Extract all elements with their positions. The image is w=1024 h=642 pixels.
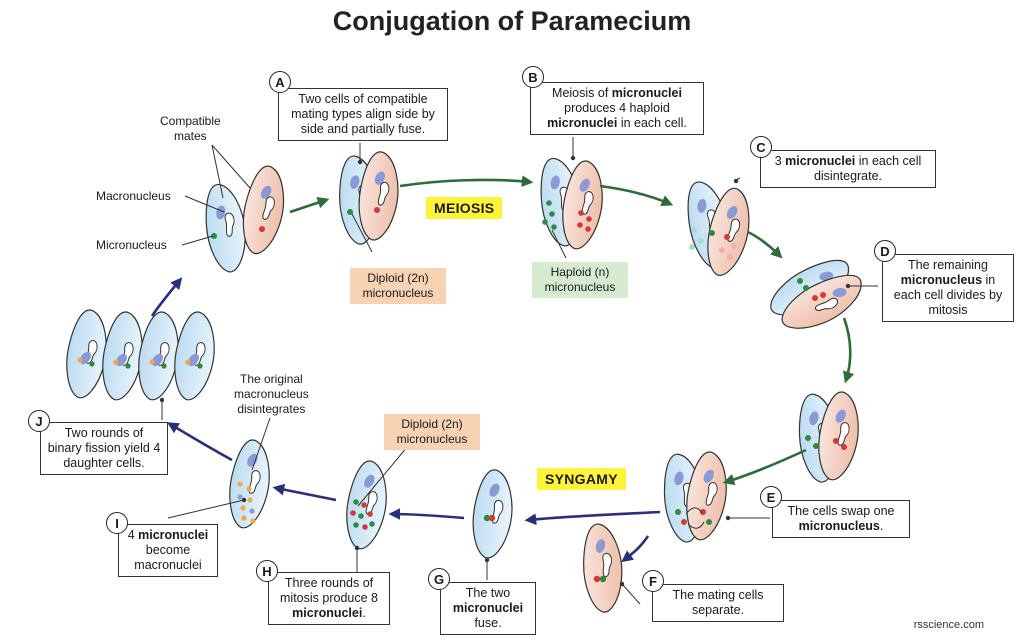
- step-c-bold-1: micronuclei: [785, 154, 856, 168]
- badge-i: I: [106, 512, 128, 534]
- badge-e: E: [760, 486, 782, 508]
- step-g-text-2: fuse.: [474, 616, 502, 630]
- step-e-box: The cells swap one micronucleus.: [772, 500, 910, 538]
- step-d-box: The remaining micronucleus in each cell …: [882, 254, 1014, 322]
- step-i-bold-1: micronuclei: [138, 528, 209, 542]
- badge-g: G: [428, 568, 450, 590]
- cell-pair-c: [680, 177, 757, 280]
- step-g-box: The two micronuclei fuse.: [440, 582, 536, 635]
- step-d-bold-1: micronucleus: [900, 273, 983, 287]
- step-e-text-1: The cells swap one: [787, 504, 895, 518]
- cell-f: [580, 521, 626, 614]
- step-h-box: Three rounds of mitosis produce 8 micron…: [268, 572, 390, 625]
- leader-lines: [161, 137, 878, 605]
- cycle-arrows: [150, 175, 855, 563]
- step-b-box: Meiosis of micronuclei produces 4 haploi…: [530, 82, 704, 135]
- step-c-text-2: in each cell disintegrate.: [813, 154, 922, 183]
- cell-pair-b: [535, 154, 609, 253]
- label-original-macronucleus: The original macronucleus disintegrates: [234, 372, 309, 416]
- step-d-text-1: The remaining: [908, 258, 988, 272]
- step-a-text: Two cells of compatible mating types ali…: [291, 92, 435, 136]
- cell-pair-right: [794, 389, 865, 485]
- step-j-text: Two rounds of binary fission yield 4 dau…: [47, 426, 161, 470]
- step-c-box: 3 micronuclei in each cell disintegrate.: [760, 150, 936, 188]
- label-micronucleus: Micronucleus: [96, 238, 167, 252]
- badge-a: A: [269, 71, 291, 93]
- step-i-text-1: 4: [127, 528, 139, 542]
- phase-meiosis: MEIOSIS: [426, 197, 503, 219]
- badge-c: C: [750, 136, 772, 158]
- cell-pair-d: [761, 249, 871, 341]
- step-e-bold-1: micronucleus: [798, 519, 880, 533]
- leader-lines-start: [181, 144, 251, 246]
- step-d-text-2: in each cell divides by mitosis: [893, 273, 1003, 317]
- step-i-text-2: become macronuclei: [134, 543, 202, 572]
- cell-pair-e: [659, 449, 733, 545]
- tag-diploid-1: Diploid (2n) micronucleus: [350, 268, 446, 304]
- step-b-text-1: Meiosis of: [552, 86, 612, 100]
- step-h-bold-1: micronuclei: [292, 606, 363, 620]
- step-h-text-2: .: [362, 606, 366, 620]
- step-i-box: 4 micronuclei become macronuclei: [118, 524, 218, 577]
- step-h-text-1: Three rounds of mitosis produce 8: [280, 576, 378, 605]
- tag-diploid-2: Diploid (2n) micronucleus: [384, 414, 480, 450]
- badge-b: B: [522, 66, 544, 88]
- cell-pair-start: [200, 162, 291, 275]
- step-b-text-3: in each cell.: [617, 116, 687, 130]
- badge-h: H: [256, 560, 278, 582]
- cell-g: [468, 467, 517, 561]
- step-b-bold-2: micronuclei: [547, 116, 618, 130]
- badge-d: D: [874, 240, 896, 262]
- label-macronucleus: Macronucleus: [96, 189, 171, 203]
- tag-haploid: Haploid (n) micronucleus: [532, 262, 628, 298]
- cell-pair-a: [336, 149, 403, 246]
- step-a-box: Two cells of compatible mating types ali…: [278, 88, 448, 141]
- cell-i: [224, 437, 276, 532]
- step-b-text-2: produces 4 haploid: [564, 101, 670, 115]
- step-g-text-1: The two: [465, 586, 511, 600]
- badge-f: F: [642, 570, 664, 592]
- step-g-bold-1: micronuclei: [452, 601, 524, 615]
- diagram-title: Conjugation of Paramecium: [332, 6, 692, 36]
- label-compatible-mates: Compatible mates: [160, 114, 221, 143]
- step-j-box: Two rounds of binary fission yield 4 dau…: [40, 422, 168, 475]
- credit-text: rsscience.com: [913, 619, 984, 631]
- leader-dots: [159, 155, 851, 587]
- step-f-box: The mating cells separate.: [652, 584, 784, 622]
- step-e-text-2: .: [879, 519, 884, 533]
- phase-syngamy: SYNGAMY: [537, 468, 626, 490]
- cell-h: [341, 458, 393, 553]
- badge-j: J: [28, 410, 50, 432]
- step-f-text: The mating cells separate.: [672, 588, 764, 617]
- step-b-bold-1: micronuclei: [611, 86, 682, 100]
- cells-j: [61, 307, 221, 404]
- step-c-text-1: 3: [774, 154, 786, 168]
